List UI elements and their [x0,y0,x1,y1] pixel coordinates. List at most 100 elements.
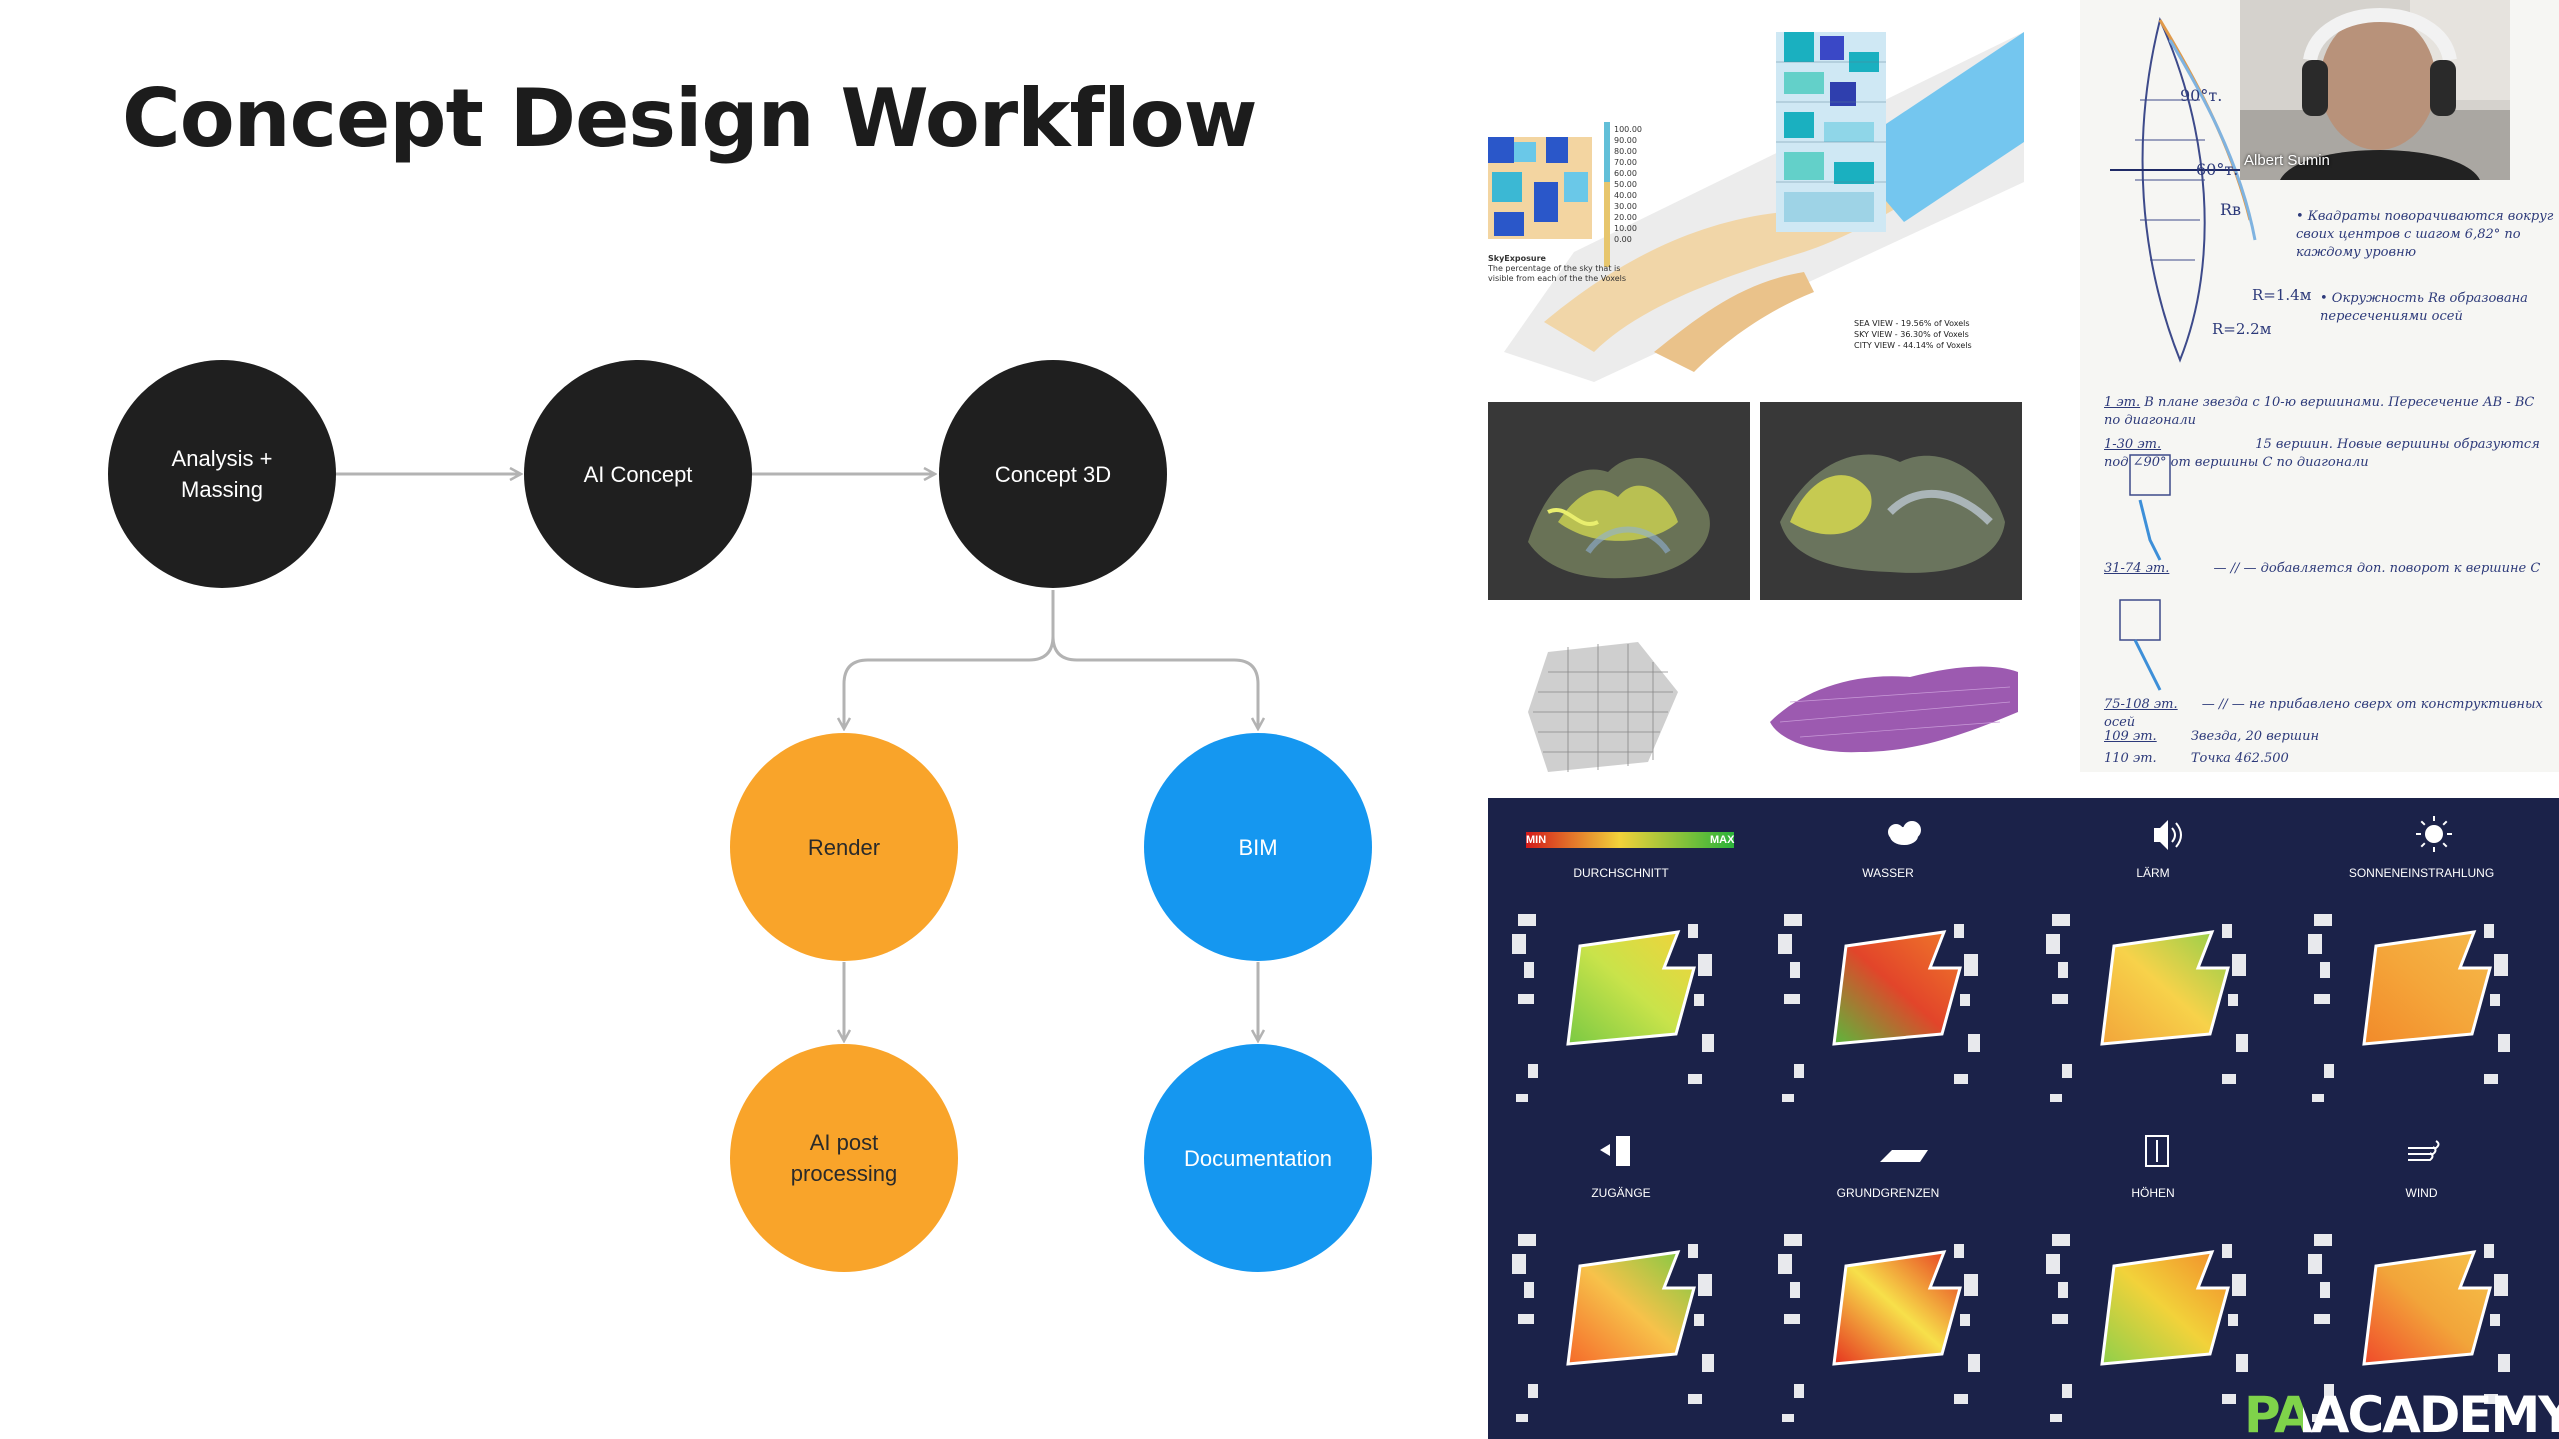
speaker-icon [2154,820,2168,850]
legend-value: 0.00 [1614,235,1632,244]
sun-icon [2420,842,2426,848]
workflow-connectors [336,0,1400,1439]
node-ai-concept: AI Concept [524,360,752,588]
sketch-label: R=1.4м [2252,286,2312,304]
legend-value: 60.00 [1614,169,1637,178]
paacademy-logo: PAACADEMY [2244,1386,2559,1439]
legend-value: 20.00 [1614,213,1637,222]
sketch-floor-text: Звезда, 20 вершин [2190,729,2320,744]
sketch-floor-tag: 110 эт. [2104,751,2157,766]
analysis-label-zugaenge: ZUGÄNGE [1591,1186,1651,1200]
sky-exposure-desc: The percentage of the sky that is visibl… [1488,264,1627,283]
sun-icon [2420,820,2426,826]
sketch-floor-tag: 1 эт. [2104,395,2141,410]
door-icon [1616,1136,1630,1166]
point-cloud-drawing-1 [1528,457,1710,579]
sketch-line: 1 эт. В плане звезда с 10-ю вершинами. П… [2104,394,2544,430]
wind-icon [2408,1152,2434,1161]
site-heatmap-tile [2046,1234,2248,1422]
rain-cloud-icon [1903,821,1921,839]
sky-exposure-title: SkyExposure [1488,254,1546,263]
legend-max-label: MAX [1710,834,1735,846]
page-title: Concept Design Workflow [122,72,1258,165]
node-render: Render [730,733,958,961]
mesh-image-2 [1760,632,2022,780]
legend-value: 10.00 [1614,224,1637,233]
site-heatmap-tile [2046,914,2248,1102]
sketch-label: Rв [2220,200,2242,219]
voxel-analysis-drawing [1488,32,2024,382]
sketch-drawing [2110,16,2280,691]
mesh-drawing-2 [1770,666,2018,753]
point-cloud-image-1 [1488,402,1750,600]
speaker-icon [2171,827,2176,843]
height-icon [2145,1135,2169,1167]
analysis-label-grundgrenzen: GRUNDGRENZEN [1836,1186,1940,1200]
rain-cloud-icon [1888,824,1904,840]
node-bim: BIM [1144,733,1372,961]
node-ai-post-processing: AI post processing [730,1044,958,1272]
site-analysis-panel: MIN MAX DURCHSCHNITT WASSER LÄRM SONNENE… [1488,798,2559,1439]
sun-icon [2425,825,2443,843]
sketch-label: R=2.2м [2212,320,2272,338]
boundary-icon [1880,1150,1928,1162]
point-cloud-image-2 [1760,402,2022,600]
node-concept-3d-label: Concept 3D [994,461,1112,487]
sketch-floor-text: 15 вершин. Новые вершины образуются под … [2104,437,2540,470]
view-stats: SEA VIEW - 19.56% of Voxels SKY VIEW - 3… [1854,318,1972,351]
sketch-note: • Квадраты поворачиваются вокруг своих ц… [2296,209,2554,260]
legend-value: 30.00 [1614,202,1637,211]
sketch-floor-text: В плане звезда с 10-ю вершинами. Пересеч… [2104,395,2535,428]
sketch-label: 60°т. [2196,160,2239,179]
wind-icon [2408,1140,2440,1149]
node-ai-concept-label: AI Concept [583,461,693,487]
paacademy-logo-text: PAACADEMY [2244,1386,2559,1439]
node-ai-post-processing-label: AI post processing [790,1130,898,1186]
site-analysis-drawing [1488,798,2559,1439]
site-heatmap-tile [1778,914,1980,1102]
sketch-floor-text: Точка 462.500 [2190,751,2289,766]
participant-name: Albert Sumin [2244,152,2330,169]
mesh-image-1 [1488,632,1750,780]
site-heatmap-tile [1778,1234,1980,1422]
analysis-label-wind: WIND [2405,1186,2438,1200]
view-stat: SEA VIEW - 19.56% of Voxels [1854,319,1970,328]
sketch-floor-tag: 1-30 эт. [2104,437,2162,452]
legend-value: 80.00 [1614,147,1637,156]
site-heatmap-tile [1512,914,1714,1102]
view-stat: CITY VIEW - 44.14% of Voxels [1854,341,1972,350]
analysis-label-sonneneinstrahlung: SONNENEINSTRAHLUNG [2348,866,2495,880]
view-stat: SKY VIEW - 36.30% of Voxels [1854,330,1969,339]
node-concept-3d: Concept 3D [939,360,1167,588]
legend-value: 90.00 [1614,136,1637,145]
sketch-line: 1-30 эт. 15 вершин. Новые вершины образу… [2104,436,2544,472]
wind-icon [2408,1146,2437,1155]
arrow-concept3d-to-render [844,590,1055,728]
legend-value: 100.00 [1614,125,1642,134]
node-documentation: Documentation [1144,1044,1372,1272]
participant-video [2240,0,2510,180]
sketch-note: • Окружность Rв образована пересечениями… [2320,291,2528,324]
video-participant-tile[interactable]: Albert Sumin [2240,0,2510,180]
sketch-floor-text: — // — не прибавлено сверх от конструкти… [2104,697,2543,730]
legend-value: 70.00 [1614,158,1637,167]
sketch-floor-tag: 75-108 эт. [2104,697,2178,712]
sketch-line: 109 эт. Звезда, 20 вершин [2104,728,2544,746]
sketch-label: 90°т. [2180,86,2223,105]
legend-value: 40.00 [1614,191,1637,200]
site-heatmap-tile [1512,1234,1714,1422]
node-documentation-label: Documentation [1184,1145,1332,1171]
analysis-label-hoehen: HÖHEN [2131,1186,2175,1200]
sun-icon [2442,820,2448,826]
door-icon [1600,1144,1610,1156]
analysis-label-laerm: LÄRM [2136,866,2170,880]
sketch-floor-tag: 31-74 эт. [2104,561,2170,576]
sketch-line: 110 эт. Точка 462.500 [2104,750,2544,768]
node-analysis-massing-label: Analysis + Massing [171,446,273,502]
node-analysis-massing: Analysis + Massing [108,360,336,588]
sketch-line: 75-108 эт. — // — не прибавлено сверх от… [2104,696,2554,732]
node-render-label: Render [807,834,881,860]
legend-gradient-bar [1526,832,1734,848]
analysis-label-durchschnitt: DURCHSCHNITT [1573,866,1669,880]
sketch-floor-tag: 109 эт. [2104,729,2157,744]
